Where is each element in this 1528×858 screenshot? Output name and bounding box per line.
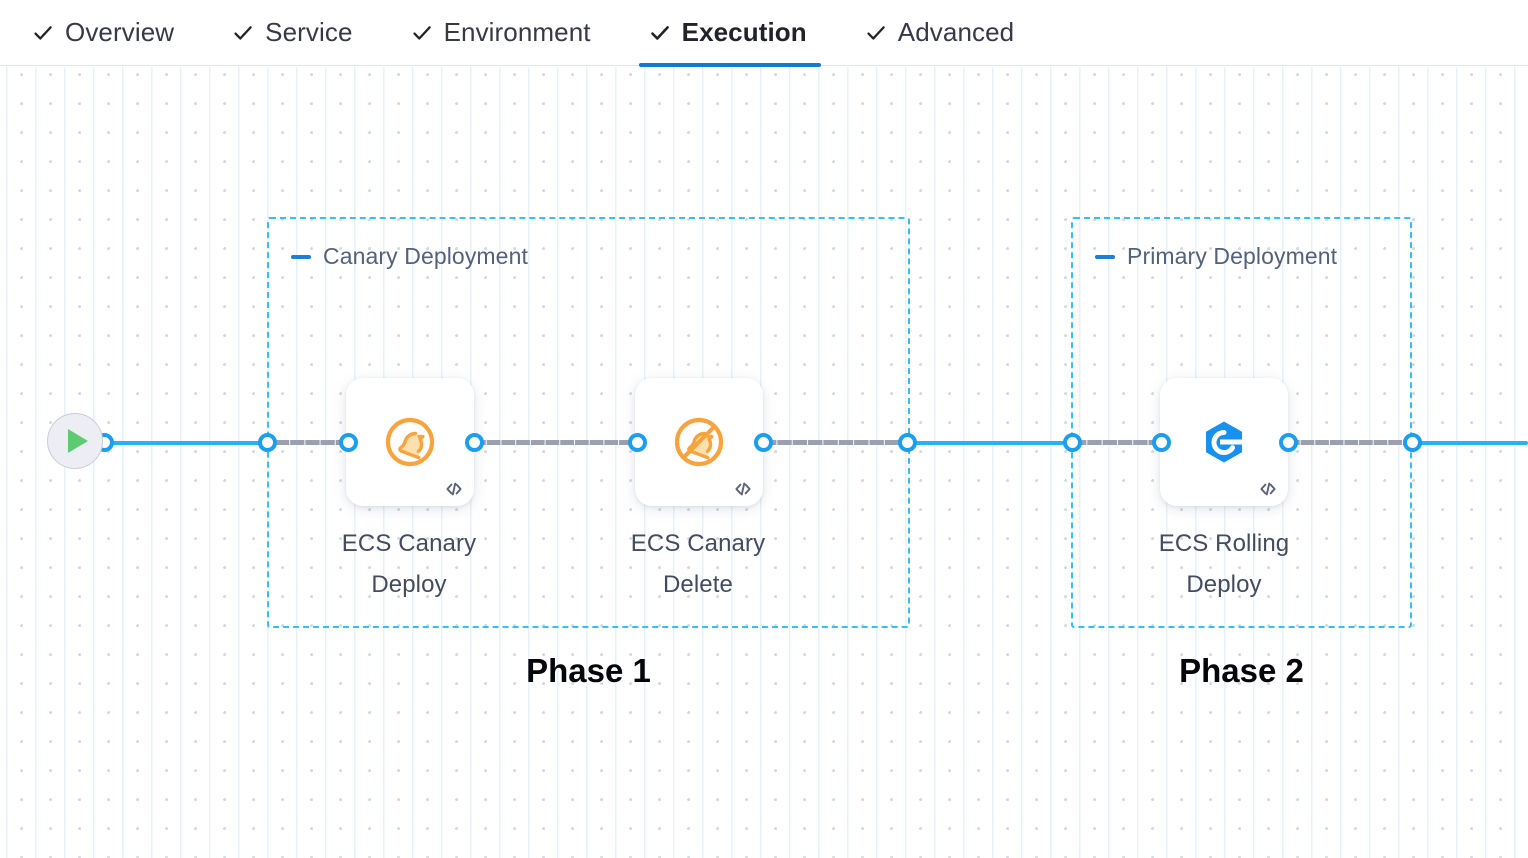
check-icon [32,22,54,44]
code-badge-icon [732,478,754,500]
check-icon [649,22,671,44]
port-phase2-output[interactable] [1403,433,1422,452]
edge-phase2-to-end [1410,441,1528,445]
tab-service-label: Service [265,17,353,47]
port-phase1-output[interactable] [898,433,917,452]
port-canary-deploy-input[interactable] [339,433,358,452]
tab-overview[interactable]: Overview [32,0,174,66]
rolling-deploy-icon [1196,414,1252,470]
check-icon [865,22,887,44]
play-icon [67,429,88,453]
node-ecs-canary-delete[interactable] [635,378,763,506]
minus-icon[interactable] [291,254,311,259]
edge-canary-deploy-to-delete [472,440,647,445]
edge-phase1-exit [762,440,914,445]
tab-execution-label: Execution [681,17,807,47]
port-canary-deploy-output[interactable] [465,433,484,452]
edge-phase2-exit [1286,440,1416,445]
check-icon [411,22,433,44]
phase-caption-2: Phase 2 [1179,652,1304,689]
code-badge-icon [443,478,465,500]
group-title-canary-deployment: Canary Deployment [323,243,528,269]
pipeline-setup-tabbar: Overview Service Environment Execution A [0,0,1528,67]
node-ecs-canary-deploy[interactable] [346,378,474,506]
node-ecs-rolling-deploy[interactable] [1160,378,1288,506]
tab-execution[interactable]: Execution [638,0,821,67]
pipeline-start-node[interactable] [47,413,103,469]
group-title-primary-deployment: Primary Deployment [1127,243,1338,269]
edge-start-to-phase1 [100,441,275,445]
port-phase1-input[interactable] [258,433,277,452]
port-rolling-deploy-input[interactable] [1152,433,1171,452]
tab-environment-label: Environment [443,17,591,47]
port-rolling-deploy-output[interactable] [1279,433,1298,452]
port-canary-delete-output[interactable] [754,433,773,452]
group-header-primary-deployment: Primary Deployment [1095,243,1337,270]
canary-bird-icon [382,414,438,470]
code-badge-icon [1257,478,1279,500]
port-canary-delete-input[interactable] [628,433,647,452]
tab-advanced-label: Advanced [897,17,1015,47]
edge-phase2-entry [1072,440,1170,445]
tab-advanced[interactable]: Advanced [865,0,1014,66]
group-header-canary-deployment: Canary Deployment [291,243,528,270]
stage-group-primary-deployment[interactable]: Primary Deployment [1071,217,1412,628]
tab-service[interactable]: Service [232,0,352,66]
tab-environment[interactable]: Environment [411,0,591,66]
minus-icon[interactable] [1095,254,1115,259]
edge-phase1-entry [275,440,357,445]
canary-bird-slashed-icon [671,414,727,470]
check-icon [232,22,254,44]
tab-overview-label: Overview [65,17,175,47]
edge-phase1-to-phase2 [905,441,1080,445]
port-phase2-input[interactable] [1063,433,1082,452]
stage-group-canary-deployment[interactable]: Canary Deployment [267,217,910,628]
pipeline-graph-canvas[interactable]: Canary Deployment Primary Deployment [0,67,1528,858]
phase-caption-1: Phase 1 [526,652,651,689]
